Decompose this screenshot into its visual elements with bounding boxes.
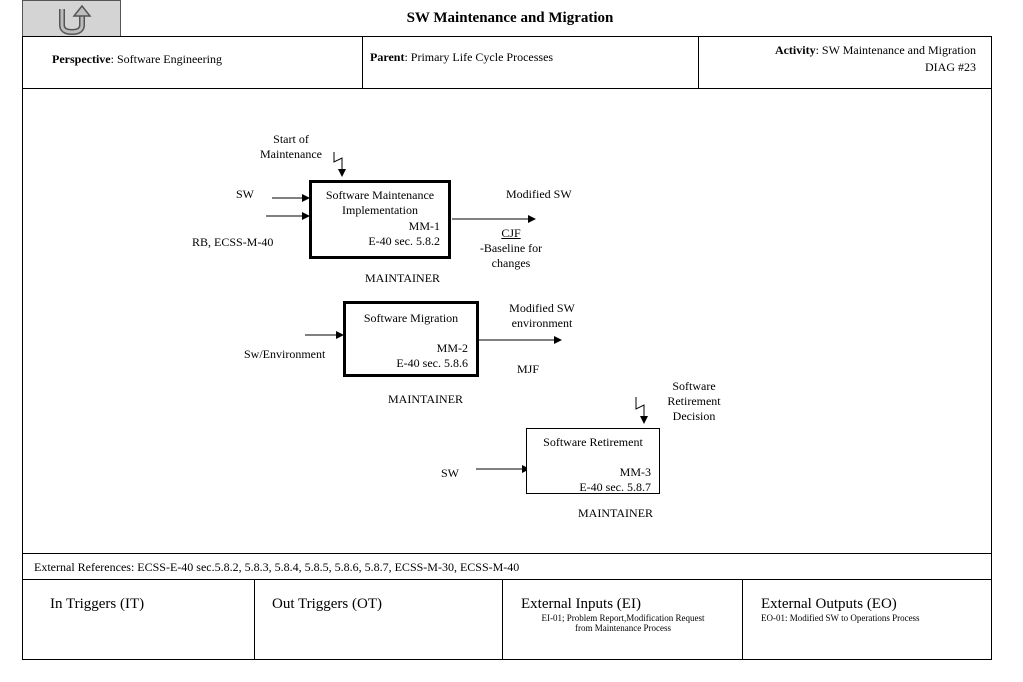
mm3-ref: E-40 sec. 5.8.7 <box>579 480 651 494</box>
mm1-title-line2: Implementation <box>342 203 418 217</box>
diagram-bottom-divider <box>22 553 992 554</box>
mm3-trigger-arrow <box>635 397 648 424</box>
mm3-title: Software Retirement <box>543 435 643 449</box>
external-outputs-detail: EO-01: Modified SW to Operations Process <box>761 613 920 623</box>
parent-field: Parent: Primary Life Cycle Processes <box>370 50 554 64</box>
refs-divider <box>22 579 992 580</box>
mm1-ref: E-40 sec. 5.8.2 <box>368 234 440 248</box>
process-box-mm3[interactable]: Software Retirement MM-3 E-40 sec. 5.8.7 <box>526 428 660 494</box>
mm2-output-note: MJF <box>517 362 540 376</box>
mm2-actor: MAINTAINER <box>388 392 464 406</box>
mm1-title-line1: Software Maintenance <box>325 188 435 202</box>
mm3-code: MM-3 <box>619 465 651 479</box>
mm1-code: MM-1 <box>408 219 440 233</box>
mm1-output-label: Modified SW <box>506 187 572 201</box>
mm3-input-label: SW <box>441 466 459 480</box>
frame-right <box>991 36 992 660</box>
diagram-number: DIAG #23 <box>925 60 976 74</box>
mm1-trigger-label: Start of Maintenance <box>260 132 322 161</box>
mm2-title: Software Migration <box>363 311 459 325</box>
activity-field: Activity: SW Maintenance and Migration D… <box>774 43 976 74</box>
external-inputs-heading: External Inputs (EI) <box>521 596 641 612</box>
perspective-field: Perspective: Software Engineering <box>52 52 222 66</box>
footer-col-sep-2 <box>502 579 503 660</box>
external-references: External References: ECSS-E-40 sec.5.8.2… <box>34 560 520 574</box>
cjf-link[interactable]: CJF <box>501 226 521 240</box>
header-divider <box>22 88 992 89</box>
frame-top <box>22 36 992 37</box>
up-navigation-button[interactable] <box>22 0 121 37</box>
mm1-actor: MAINTAINER <box>365 271 441 285</box>
footer-col-sep-1 <box>254 579 255 660</box>
mm2-input-label: Sw/Environment <box>244 347 326 361</box>
mm2-code: MM-2 <box>436 341 468 355</box>
mm3-trigger-label: Software Retirement Decision <box>667 379 721 423</box>
mm1-input-rb-label: RB, ECSS-M-40 <box>192 235 274 249</box>
frame-left <box>22 36 23 660</box>
mm3-actor: MAINTAINER <box>578 506 654 520</box>
page-title: SW Maintenance and Migration <box>406 10 614 26</box>
mm1-input-sw-label: SW <box>236 187 254 201</box>
footer-col-sep-3 <box>742 579 743 660</box>
mm1-trigger-arrow <box>333 152 346 177</box>
mm1-output-note: CJF -Baseline for changes <box>472 226 550 271</box>
process-box-mm2[interactable]: Software Migration MM-2 E-40 sec. 5.8.6 <box>343 301 479 377</box>
u-turn-up-icon <box>58 4 92 35</box>
mm2-ref: E-40 sec. 5.8.6 <box>396 356 468 370</box>
external-inputs-detail: EI-01; Problem Report,Modification Reque… <box>541 613 705 633</box>
process-box-mm1[interactable]: Software Maintenance Implementation MM-1… <box>309 180 451 259</box>
header-col-sep-1 <box>362 36 363 88</box>
external-outputs-heading: External Outputs (EO) <box>761 596 897 612</box>
in-triggers-heading: In Triggers (IT) <box>50 596 145 612</box>
header-col-sep-2 <box>698 36 699 88</box>
out-triggers-heading: Out Triggers (OT) <box>272 596 383 612</box>
frame-bottom <box>22 659 992 660</box>
mm2-output-label: Modified SW environment <box>509 301 575 330</box>
